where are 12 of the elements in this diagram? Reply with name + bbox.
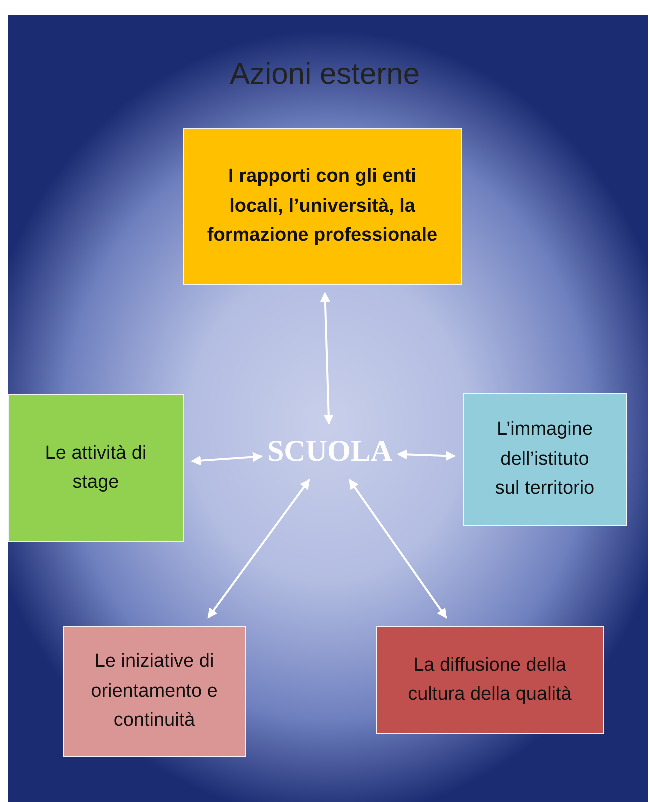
topic-box: Le iniziative di orientamento e continuità: [63, 626, 246, 757]
double-arrow: [348, 479, 448, 619]
double-arrow: [397, 450, 456, 462]
topic-box: La diffusione della cultura della qualità: [376, 626, 604, 734]
center-label: SCUOLA: [267, 435, 393, 469]
double-arrow: [191, 452, 263, 466]
topic-box: L’immagine dell’istituto sul territorio: [463, 393, 627, 526]
double-arrow: [320, 292, 334, 425]
topic-box: I rapporti con gli enti locali, l’università, la formazione professionale: [183, 128, 462, 285]
diagram-title: Azioni esterne: [228, 58, 422, 92]
topic-box: Le attività di stage: [8, 394, 184, 542]
double-arrow: [208, 479, 310, 619]
